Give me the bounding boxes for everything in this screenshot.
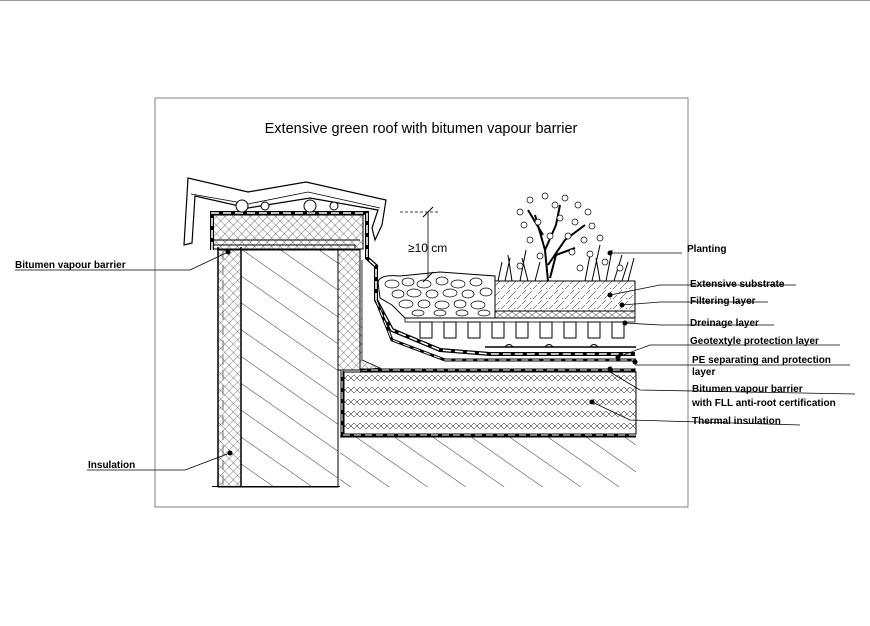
extensive-substrate-layer — [494, 280, 636, 312]
vapour-barrier — [340, 370, 636, 437]
parapet-wall — [240, 249, 339, 488]
filtering-layer — [494, 310, 636, 319]
dimension-label: ≥10 cm — [408, 241, 447, 255]
roof-slab — [212, 436, 636, 487]
metal-coping — [183, 177, 387, 246]
concrete-slab — [340, 437, 636, 487]
label-insulation: Insulation — [88, 460, 135, 471]
label-pe-line1: PE separating and protection — [692, 355, 831, 366]
coping-fixing — [235, 199, 249, 213]
gravel-strip — [377, 271, 496, 319]
label-planting: Planting — [687, 244, 726, 255]
planting-illustration — [497, 192, 635, 282]
drawing-title: Extensive green roof with bitumen vapour… — [265, 121, 578, 137]
label-bitumen-fll-line2: with FLL anti-root certification — [691, 398, 836, 409]
label-filtering-layer: Filtering layer — [690, 296, 756, 307]
label-pe-line2: layer — [692, 367, 715, 378]
drainage-layer — [404, 317, 636, 339]
label-bitumen-fll-line1: Bitumen vapour barrier — [692, 384, 803, 395]
thermal-insulation-layer — [343, 371, 637, 435]
label-bitumen-vapour-barrier: Bitumen vapour barrier — [15, 260, 126, 271]
leader-dots — [225, 249, 638, 456]
parapet-timber — [212, 214, 364, 250]
label-geotextile: Geotextyle protection layer — [690, 336, 819, 347]
height-dimension: ≥10 cm — [400, 206, 447, 283]
label-drainage-layer: Dreinage layer — [690, 318, 759, 329]
leader-lines — [15, 251, 856, 471]
parapet-inner-insulation — [337, 249, 361, 371]
label-thermal-insulation: Thermal insulation — [692, 416, 781, 427]
label-extensive-substrate: Extensive substrate — [690, 279, 785, 290]
